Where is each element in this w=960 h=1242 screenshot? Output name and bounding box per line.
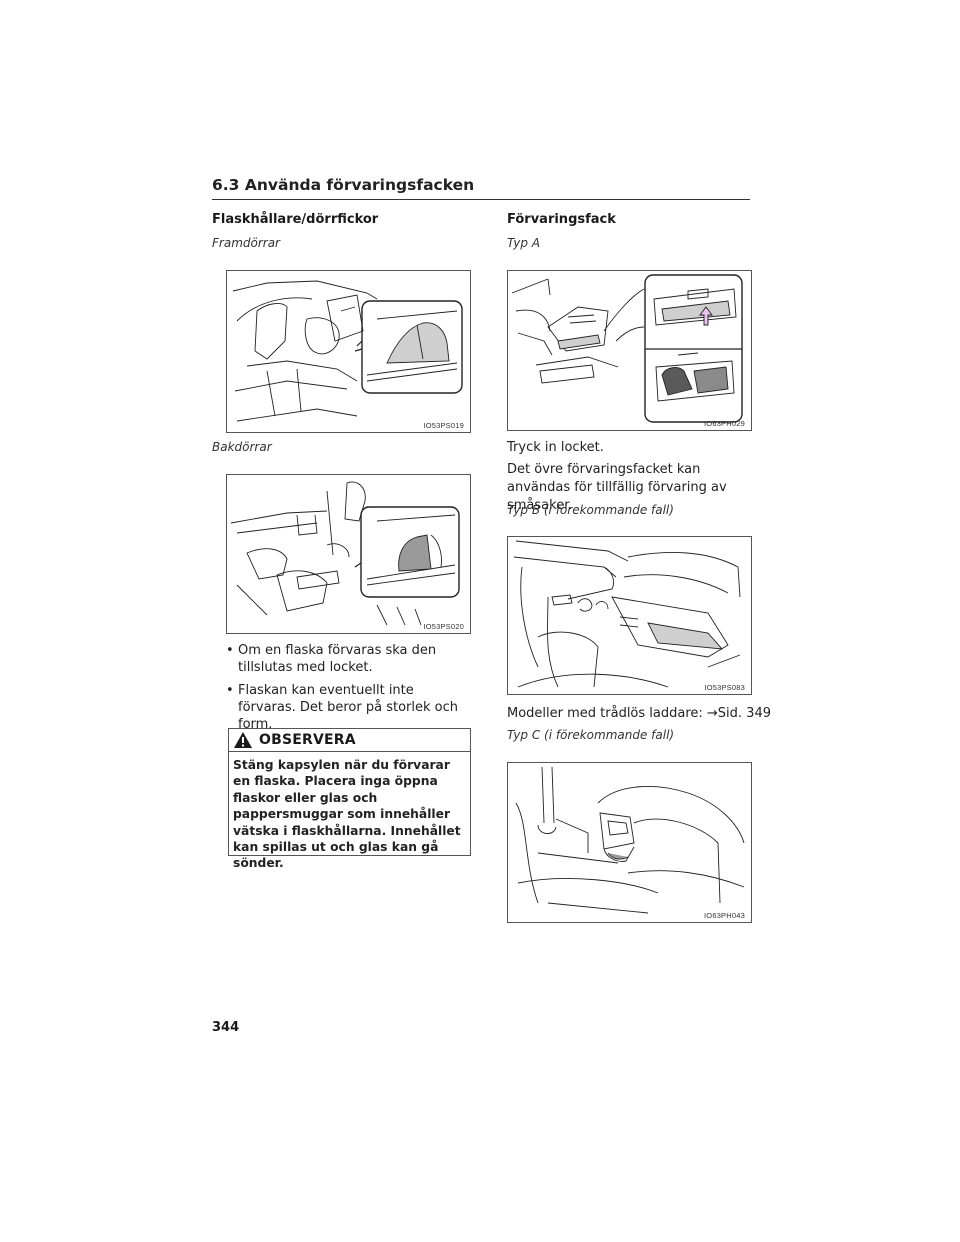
figure-code: IO53PS020	[423, 622, 464, 631]
caution-header: OBSERVERA	[229, 729, 470, 752]
figure-code: IO63PH043	[704, 911, 745, 920]
overhead-storage-illustration: IO63PH029	[507, 270, 752, 431]
wireless-charger-reference: Modeller med trådlös laddare: →Sid. 349	[507, 706, 771, 721]
bottle-notes-list: •Om en flaska förvaras ska den tillsluta…	[226, 642, 471, 739]
bottle-holder-heading: Flaskhållare/dörrfickor	[212, 212, 379, 227]
instruction-press-lid: Tryck in locket.	[507, 440, 604, 455]
rear-doors-label: Bakdörrar	[212, 440, 272, 454]
bullet-icon: •	[226, 643, 234, 658]
section-divider	[212, 199, 750, 200]
type-b-label: Typ B (i förekommande fall)	[507, 503, 674, 517]
caution-text: Stäng kapsylen när du förvarar en flaska…	[233, 758, 461, 871]
rear-console-storage-illustration: IO63PH043	[507, 762, 752, 923]
front-door-illustration: IO53PS019	[226, 270, 471, 433]
front-doors-label: Framdörrar	[212, 236, 280, 250]
section-title: 6.3 Använda förvaringsfacken	[212, 176, 475, 194]
list-item: •Flaskan kan eventuellt inte förvaras. D…	[226, 683, 458, 732]
figure-code: IO53PS083	[704, 683, 745, 692]
warning-triangle-icon	[234, 732, 252, 748]
list-item: •Om en flaska förvaras ska den tillsluta…	[226, 643, 437, 675]
caution-box: OBSERVERA Stäng kapsylen när du förvarar…	[228, 728, 471, 870]
instruction-upper-storage: Det övre förvaringsfacket kan användas f…	[507, 462, 727, 513]
rear-door-illustration: IO53PS020	[226, 474, 471, 634]
figure-code: IO53PS019	[423, 421, 464, 430]
storage-heading: Förvaringsfack	[507, 212, 616, 227]
caution-title: OBSERVERA	[259, 732, 356, 748]
type-c-label: Typ C (i förekommande fall)	[507, 728, 675, 742]
page-number: 344	[212, 1020, 240, 1035]
figure-code: IO63PH029	[704, 419, 745, 428]
bullet-icon: •	[226, 683, 234, 698]
type-a-label: Typ A	[507, 236, 541, 250]
console-storage-illustration: IO53PS083	[507, 536, 752, 695]
